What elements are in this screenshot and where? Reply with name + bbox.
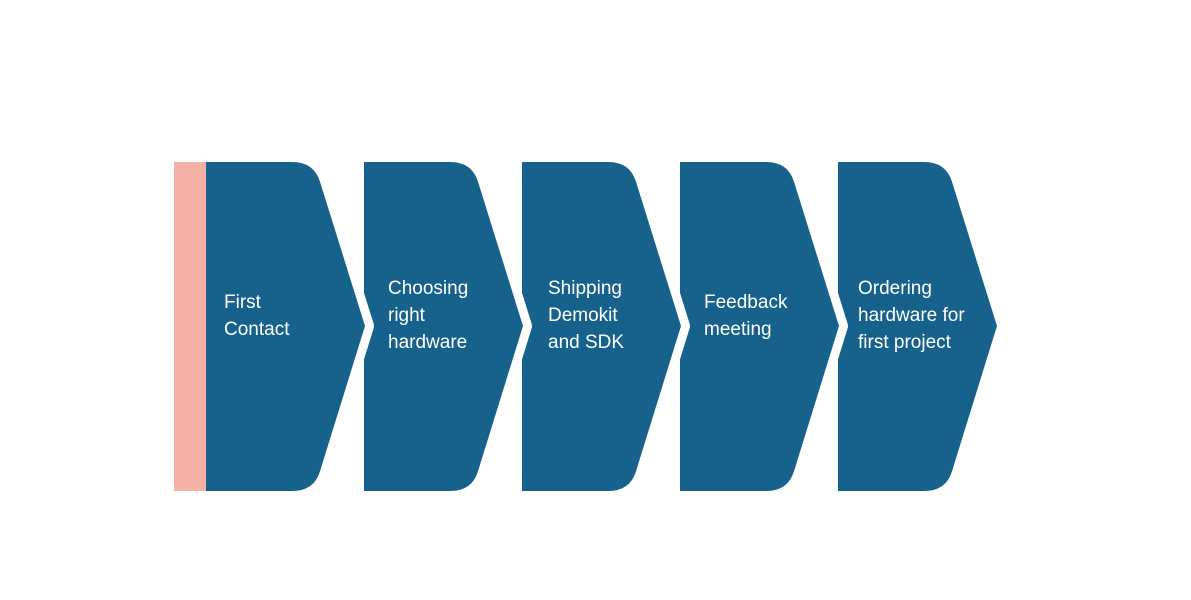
step-label-3-line-2: Demokit bbox=[548, 305, 618, 326]
step-label-4-line-2: meeting bbox=[704, 319, 772, 340]
step-label-1: First Contact bbox=[224, 289, 289, 343]
step-label-3-line-3: and SDK bbox=[548, 332, 625, 353]
chevron-step-5 bbox=[838, 162, 997, 491]
chevron-step-2 bbox=[364, 162, 523, 491]
chevron-step-4 bbox=[680, 162, 839, 491]
step-label-5-line-1: Ordering bbox=[858, 278, 932, 299]
chevron-step-3 bbox=[522, 162, 681, 491]
step-label-4-line-1: Feedback bbox=[704, 292, 788, 313]
step-label-5-line-2: hardware for bbox=[858, 305, 965, 326]
step-label-5-line-3: first project bbox=[858, 332, 951, 353]
step-label-2-line-2: right bbox=[388, 305, 425, 326]
step-label-1-line-1: First bbox=[224, 292, 261, 313]
step-label-1-line-2: Contact bbox=[224, 319, 290, 340]
chevron-step-1 bbox=[206, 162, 365, 491]
step-label-5: Ordering hardware for first project bbox=[858, 275, 965, 356]
chevron-separator-3 bbox=[625, 155, 690, 498]
chevron-separator-1 bbox=[309, 155, 374, 498]
step-label-2-line-3: hardware bbox=[388, 332, 468, 353]
step-label-3: Shipping Demokit and SDK bbox=[548, 275, 624, 356]
accent-bar bbox=[174, 162, 210, 491]
step-label-2-line-1: Choosing bbox=[388, 278, 469, 299]
step-label-4: Feedback meeting bbox=[704, 289, 787, 343]
chevron-separator-2 bbox=[467, 155, 532, 498]
chevron-separator-4 bbox=[783, 155, 848, 498]
step-label-3-line-1: Shipping bbox=[548, 278, 622, 299]
chevron-group bbox=[206, 155, 997, 498]
step-label-2: Choosing right hardware bbox=[388, 275, 468, 356]
